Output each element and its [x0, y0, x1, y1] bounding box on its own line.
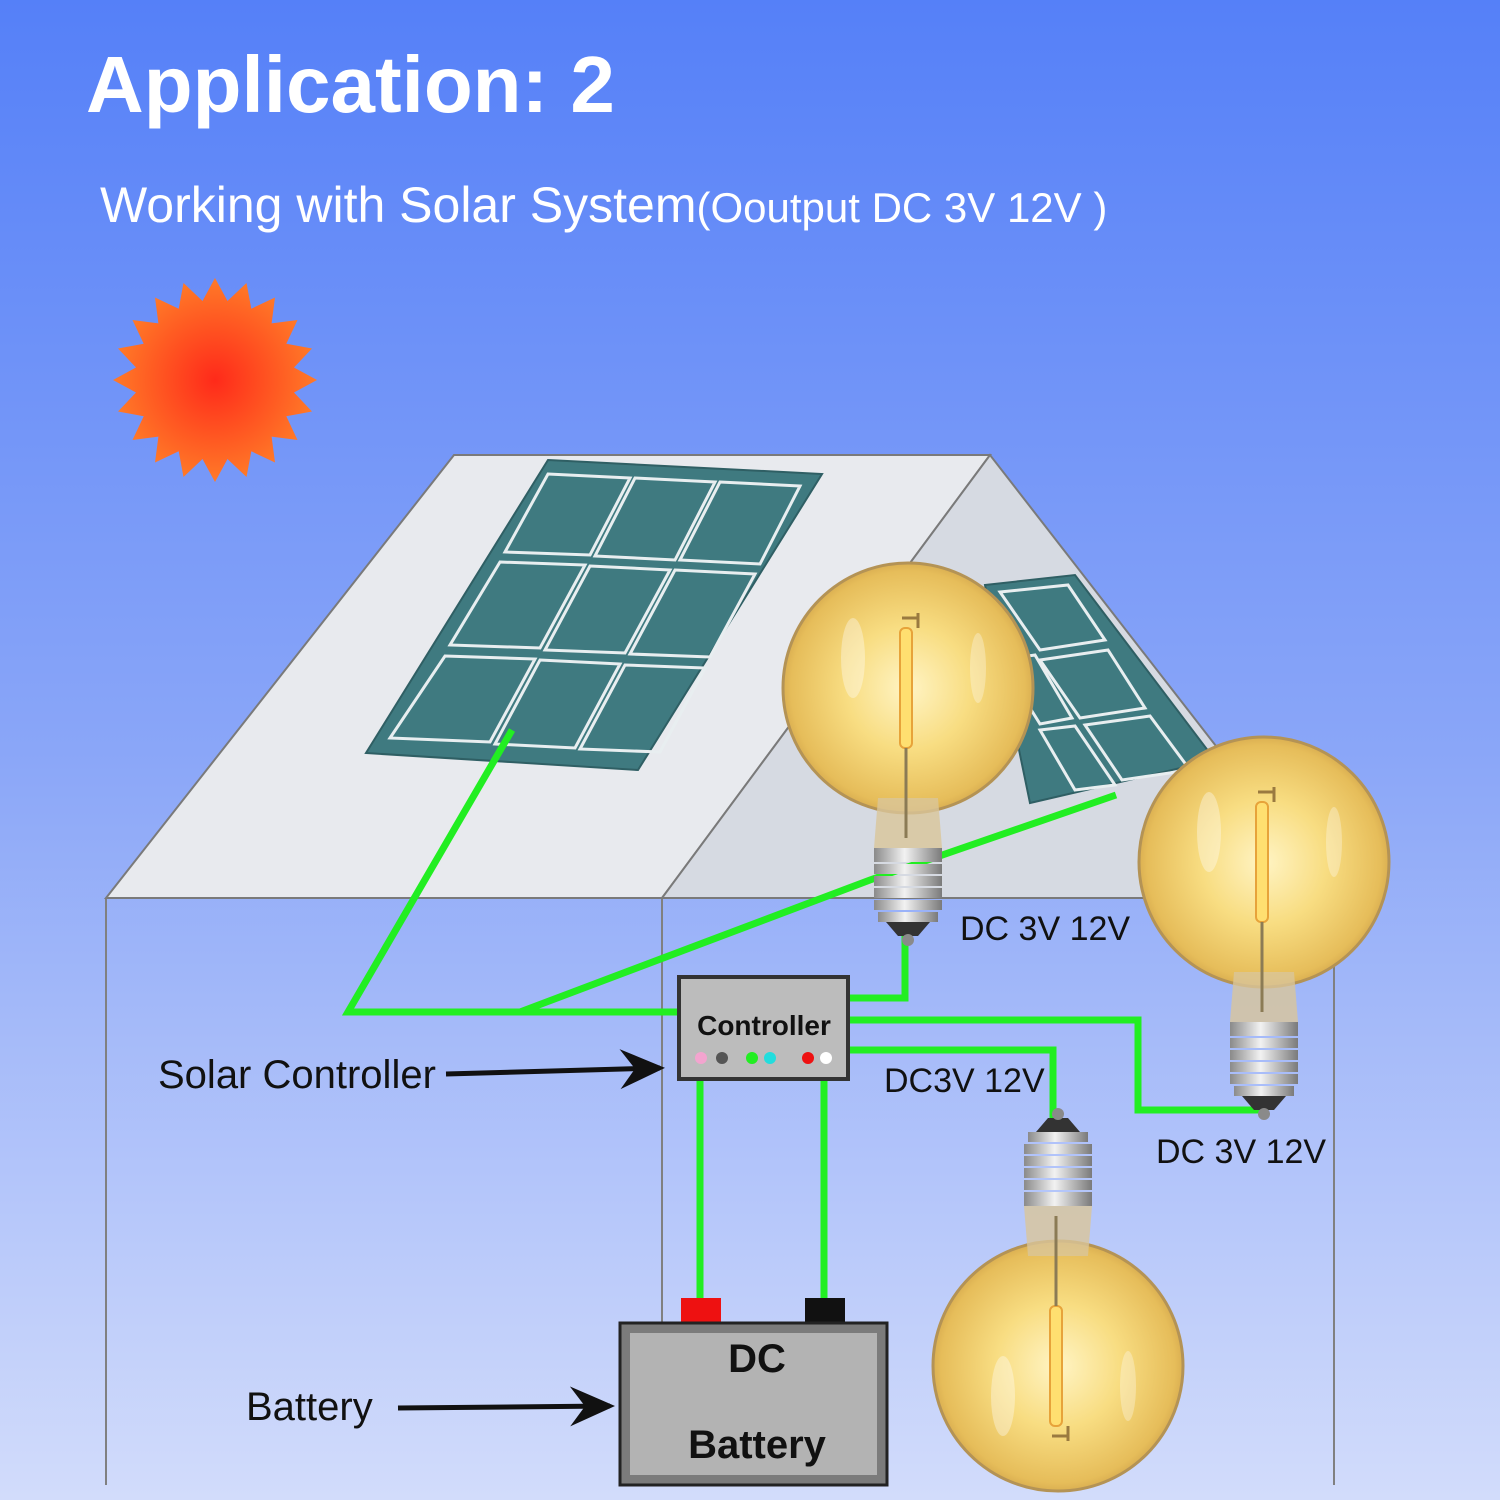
solar-controller-arrow — [445, 1049, 665, 1090]
controller-box: Controller — [677, 975, 850, 1081]
wire-to-bulb-right — [848, 1016, 1262, 1114]
controller-led — [695, 1052, 707, 1064]
page-subtitle: Working with Solar System(Ooutput DC 3V … — [100, 177, 1107, 233]
battery-arrow — [397, 1386, 615, 1427]
wires — [341, 728, 1262, 1300]
wire-side-panel — [518, 791, 1118, 1016]
bulb-top-label: DC 3V 12V — [960, 910, 1130, 948]
controller-led — [716, 1052, 728, 1064]
wire-to-bulb-top — [848, 930, 909, 1002]
battery-box-line1: DC — [728, 1337, 786, 1381]
controller-led — [764, 1052, 776, 1064]
bulb-bottom-label: DC3V 12V — [884, 1062, 1045, 1100]
battery-box-line2: Battery — [688, 1423, 827, 1467]
controller-led — [802, 1052, 814, 1064]
bulb-right-label: DC 3V 12V — [1156, 1133, 1326, 1171]
wire-to-bulb-bottom — [848, 1046, 1057, 1120]
page-title: Application: 2 — [86, 40, 615, 129]
battery-box: DC Battery — [618, 1298, 889, 1487]
controller-box-label: Controller — [697, 1010, 831, 1041]
battery-label: Battery — [246, 1385, 373, 1429]
sun-icon — [113, 278, 317, 482]
controller-leds — [695, 1052, 832, 1064]
controller-led — [746, 1052, 758, 1064]
wire-panel-to-controller — [341, 728, 678, 1016]
solar-controller-label: Solar Controller — [158, 1053, 436, 1097]
solar-panel-main — [364, 458, 824, 772]
controller-led — [820, 1052, 832, 1064]
